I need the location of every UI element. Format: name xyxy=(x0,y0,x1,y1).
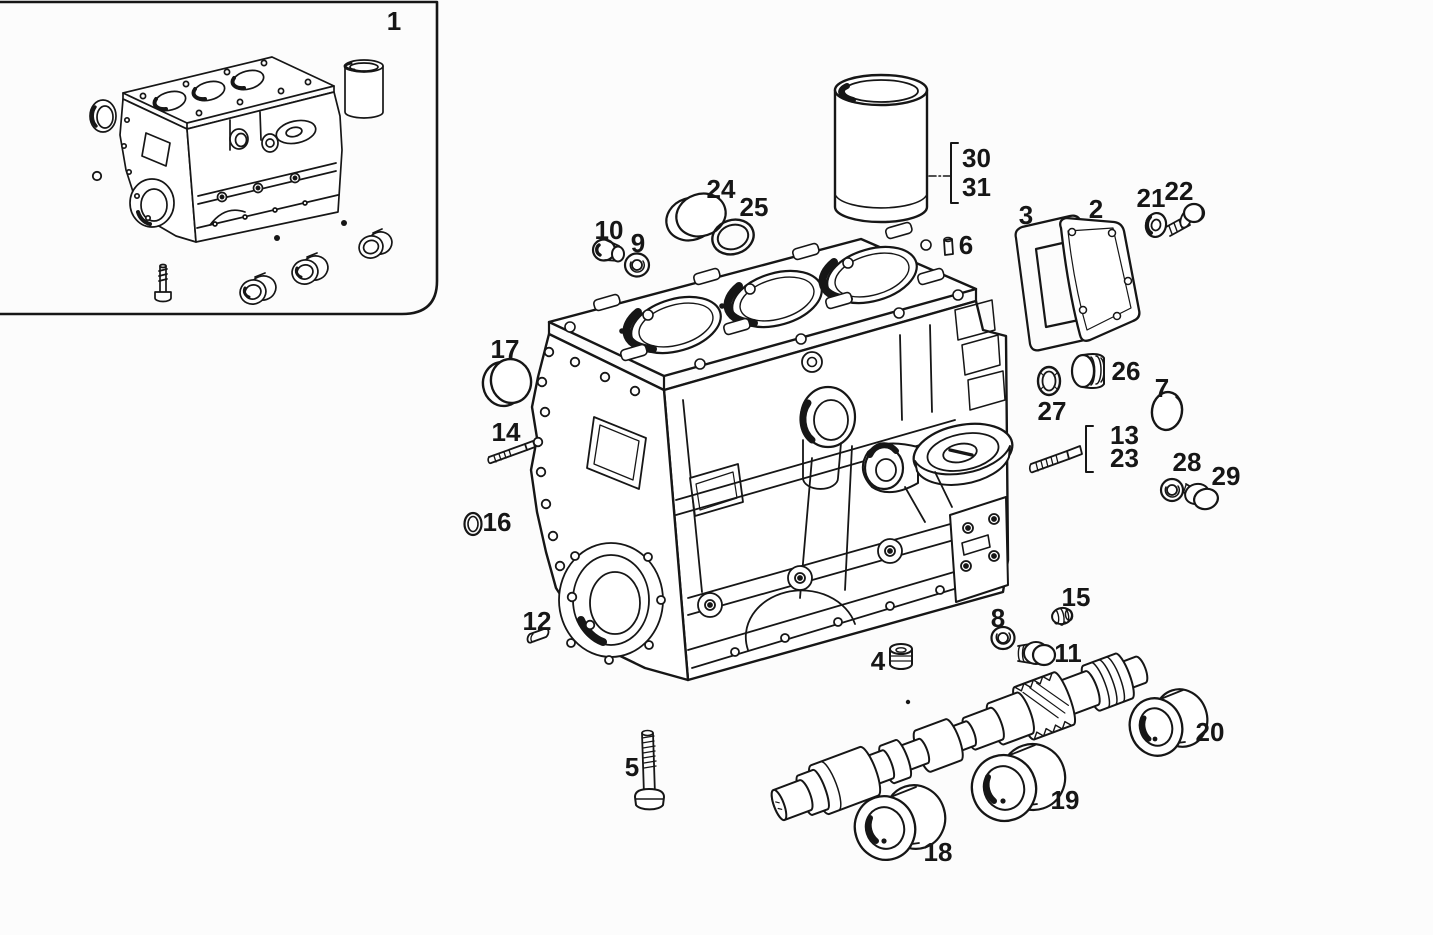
callout-18: 18 xyxy=(924,837,953,867)
callout-10: 10 xyxy=(595,215,624,245)
callout-11: 11 xyxy=(1054,638,1082,668)
inset-cylinder-liner xyxy=(343,59,384,119)
stud-14 xyxy=(487,440,536,465)
bolt-5 xyxy=(634,729,665,811)
plug-15 xyxy=(1051,606,1074,626)
engine-block xyxy=(529,221,1014,705)
o-ring-16 xyxy=(463,511,483,537)
cylinder-liner xyxy=(833,73,951,224)
bracket-30-31 xyxy=(950,142,959,204)
inset-border xyxy=(0,0,439,316)
inset-dowel xyxy=(341,220,347,226)
camshaft-seal-bore xyxy=(799,385,857,490)
callout-17: 17 xyxy=(491,334,520,364)
callout-7: 7 xyxy=(1155,373,1169,403)
callout-27: 27 xyxy=(1038,396,1067,426)
o-ring-27 xyxy=(1036,365,1062,397)
callout-1: 1 xyxy=(387,6,401,36)
callouts: 1 2 3 4 5 6 7 8 9 10 11 12 13 14 15 16 1… xyxy=(387,6,1241,867)
bolt-29 xyxy=(1182,482,1219,511)
washer-8 xyxy=(990,625,1016,651)
callout-9: 9 xyxy=(631,228,645,258)
deck-holes xyxy=(564,221,964,370)
callout-5: 5 xyxy=(625,752,639,782)
washer-21 xyxy=(1144,211,1168,239)
bearing-bush-19 xyxy=(970,742,1067,823)
callout-25: 25 xyxy=(740,192,769,222)
callout-23: 23 xyxy=(1110,443,1139,473)
callout-20: 20 xyxy=(1196,717,1225,747)
cup-plug-24 xyxy=(665,192,727,242)
callout-19: 19 xyxy=(1051,785,1080,815)
inset-bearing-shells xyxy=(239,228,393,305)
inset-plug xyxy=(91,170,103,182)
block-left-details xyxy=(532,346,666,665)
callout-12: 12 xyxy=(523,606,552,636)
bracket-13-23 xyxy=(1085,425,1094,473)
bearing-bush-18 xyxy=(853,784,947,861)
inset-box xyxy=(0,0,439,316)
stud-13-23 xyxy=(1028,445,1083,474)
cup-plug-7 xyxy=(1150,390,1184,432)
callout-22: 22 xyxy=(1165,176,1194,206)
inset-seal-ring xyxy=(89,99,117,133)
bearing-bush-20 xyxy=(1128,688,1209,757)
callout-28: 28 xyxy=(1173,447,1202,477)
callout-6: 6 xyxy=(959,230,973,260)
callout-29: 29 xyxy=(1212,461,1241,491)
callout-15: 15 xyxy=(1062,582,1091,612)
callout-21: 21 xyxy=(1137,183,1166,213)
tensioner-pulley xyxy=(861,422,1014,523)
screw-plug-10 xyxy=(591,238,625,263)
callout-31: 31 xyxy=(962,172,991,202)
callout-16: 16 xyxy=(483,507,512,537)
inset-dowel xyxy=(274,235,280,241)
callout-24: 24 xyxy=(707,174,736,204)
plug-11 xyxy=(1017,641,1057,667)
inset-short-block xyxy=(119,56,343,243)
seal-washer-9 xyxy=(623,252,651,278)
cup-plug-17 xyxy=(481,357,533,408)
callout-13: 13 xyxy=(1110,420,1139,450)
callout-2: 2 xyxy=(1089,194,1103,224)
block-right-details xyxy=(675,299,1014,669)
dowel-pin-6 xyxy=(943,236,954,256)
washer-28 xyxy=(1159,477,1185,503)
callout-3: 3 xyxy=(1019,200,1033,230)
plug-4 xyxy=(889,643,913,670)
inset-bolt xyxy=(154,263,172,303)
camshaft xyxy=(770,652,1149,822)
callout-26: 26 xyxy=(1112,356,1141,386)
callout-4: 4 xyxy=(871,646,886,676)
callout-30: 30 xyxy=(962,143,991,173)
callout-8: 8 xyxy=(991,603,1005,633)
cover-plate-2 xyxy=(1059,216,1141,342)
side-window xyxy=(586,416,647,490)
mounting-flange xyxy=(949,496,1009,603)
bolt-22 xyxy=(1165,202,1206,237)
o-ring-25 xyxy=(711,218,755,256)
plug-26 xyxy=(1070,353,1105,389)
callout-14: 14 xyxy=(492,417,521,447)
dowel-pin-12 xyxy=(526,627,550,644)
